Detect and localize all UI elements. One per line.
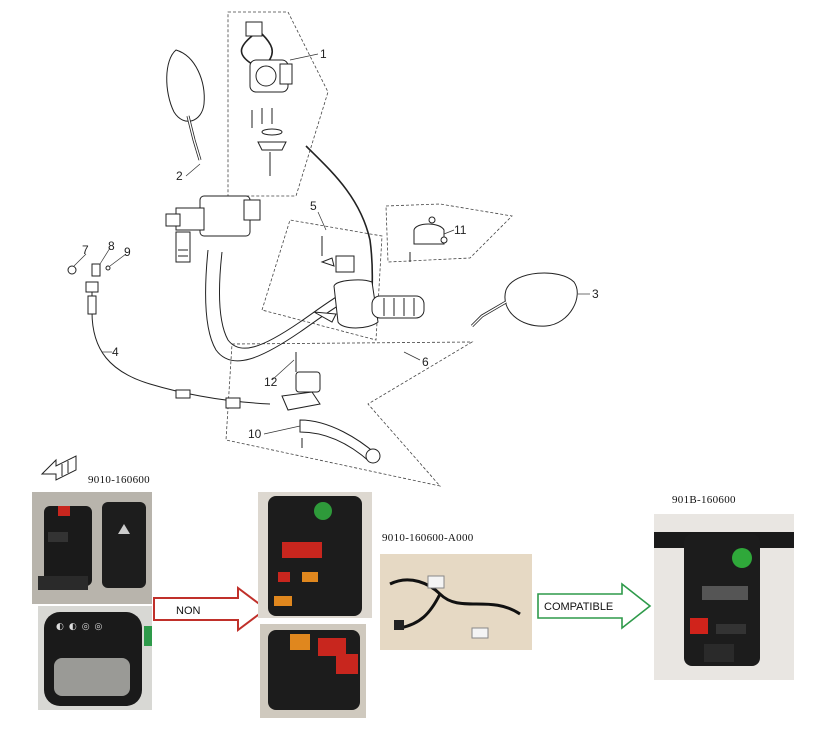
part-num-8: 8 <box>108 239 115 253</box>
compatible-arrow: COMPATIBLE <box>537 582 652 630</box>
part-num-10: 10 <box>248 427 262 441</box>
harness-code: 9010-160600-A000 <box>382 532 474 544</box>
view-direction-icon <box>40 455 77 481</box>
part-number-labels: 1 2 3 4 5 6 7 8 9 10 11 12 <box>82 47 599 441</box>
non-arrow: NON <box>153 586 268 632</box>
group-outline-6 <box>225 341 474 487</box>
mirror-right <box>470 272 578 328</box>
part-num-5: 5 <box>310 199 317 213</box>
compatible-arrow-label: COMPATIBLE <box>544 601 613 613</box>
photo-incompatible-switch-top <box>258 492 372 618</box>
group-outline-5 <box>261 219 383 341</box>
clamp-11 <box>409 216 448 262</box>
part-num-9: 9 <box>124 245 131 259</box>
group-outline-1 <box>227 11 329 197</box>
right-switch-code: 901B-160600 <box>672 494 736 506</box>
mirror-left <box>166 49 205 161</box>
part-num-11: 11 <box>454 223 467 237</box>
master-cylinder <box>165 195 261 263</box>
photo-incompatible-switch-bottom <box>260 624 366 718</box>
switch-assembly-1 <box>240 21 374 311</box>
non-arrow-label: NON <box>176 605 201 617</box>
photo-compatible-switch <box>654 514 794 680</box>
group-outline-11 <box>385 203 513 263</box>
part-num-3: 3 <box>592 287 599 301</box>
part-num-7: 7 <box>82 243 89 257</box>
part-num-12: 12 <box>264 375 278 389</box>
photo-left-switch-grip: ◐◐◎◎ <box>38 606 152 710</box>
throttle-grip <box>313 236 425 329</box>
left-switch-code: 9010-160600 <box>88 474 150 486</box>
photo-wiring-harness <box>380 554 532 650</box>
part-num-6: 6 <box>422 355 429 369</box>
brake-lever <box>281 352 381 464</box>
part-num-1: 1 <box>320 47 327 61</box>
part-num-2: 2 <box>176 169 183 183</box>
part-num-4: 4 <box>112 345 119 359</box>
photo-left-switch-front <box>32 492 152 604</box>
cable-4 <box>67 263 271 409</box>
handlebar <box>205 249 349 362</box>
